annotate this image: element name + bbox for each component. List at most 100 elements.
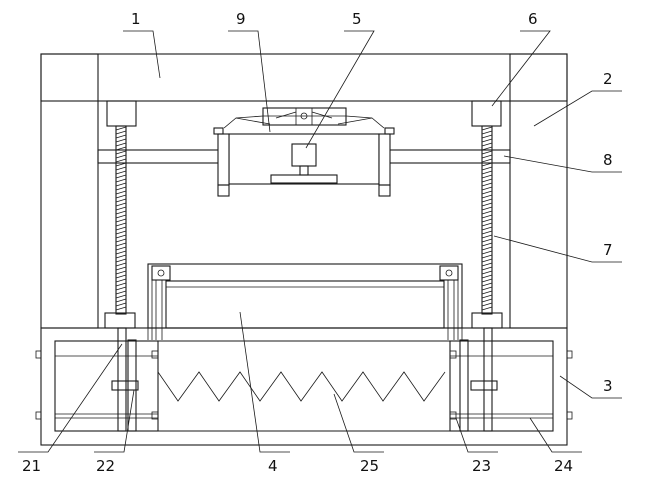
right-support-rod [459,327,498,432]
left-clamp [213,127,230,197]
thread-line [481,234,493,239]
callout-2: 2 [603,70,613,88]
thread-line [115,262,127,267]
thread-line [481,278,493,283]
thread-line [481,262,493,267]
thread-line [481,246,493,251]
thread-line [481,226,493,231]
thread-line [115,274,127,279]
thread-line [481,282,493,287]
callout-3: 3 [603,377,613,395]
press-head [228,133,380,185]
leader-lines [18,30,622,453]
thread-line [115,306,127,311]
thread-line [115,174,127,179]
thread-line [115,250,127,255]
thread-line [115,142,127,147]
thread-line [115,150,127,155]
thread-line [481,214,493,219]
left-column [40,53,99,329]
left-guide-posts [147,280,163,340]
thread-line [481,258,493,263]
right-clamp [378,127,395,197]
thread-line [115,246,127,251]
thread-line [481,298,493,303]
thread-line [115,194,127,199]
thread-line [481,222,493,227]
thread-line [481,302,493,307]
thread-line [115,230,127,235]
thread-line [115,282,127,287]
thread-line [481,178,493,183]
left-screw-rod [115,125,127,315]
thread-line [481,170,493,175]
thread-line [481,194,493,199]
thread-line [481,174,493,179]
base-housing [40,327,568,446]
thread-line [115,154,127,159]
thread-line [481,274,493,279]
callout-25: 25 [360,457,379,475]
right-screw-rod [481,125,493,315]
right-drawer [449,340,554,432]
left-slide-block [111,339,139,432]
thread-line [481,294,493,299]
callout-7: 7 [603,241,613,259]
thread-line [115,158,127,163]
thread-line [481,154,493,159]
worktable [147,263,463,329]
thread-line [481,210,493,215]
thread-line [115,298,127,303]
thread-line [481,190,493,195]
callout-6: 6 [528,10,538,28]
thread-line [115,178,127,183]
thread-line [481,218,493,223]
thread-line [481,230,493,235]
callout-1: 1 [131,10,141,28]
thread-line [115,270,127,275]
thread-line [115,186,127,191]
thread-line [481,254,493,259]
thread-line [115,138,127,143]
thread-line [115,278,127,283]
thread-line [115,202,127,207]
thread-line [115,286,127,291]
thread-line [481,242,493,247]
callout-21: 21 [22,457,41,475]
thread-line [481,202,493,207]
thread-line [481,182,493,187]
thread-line [115,290,127,295]
thread-line [481,138,493,143]
left-drawer [54,340,159,432]
thread-line [481,286,493,291]
bellows [157,340,450,432]
right-guide-posts [447,280,463,340]
thread-line [115,254,127,259]
callout-9: 9 [236,10,246,28]
thread-line [115,206,127,211]
thread-line [115,170,127,175]
thread-line [481,306,493,311]
callout-4: 4 [268,457,278,475]
thread-line [115,190,127,195]
left-support-rod [117,327,127,432]
thread-line [481,166,493,171]
callout-22: 22 [96,457,115,475]
right-column [509,53,568,329]
callout-5: 5 [352,10,362,28]
thread-line [115,258,127,263]
thread-line [115,166,127,171]
thread-line [481,250,493,255]
callout-23: 23 [472,457,491,475]
thread-line [481,206,493,211]
thread-line [115,302,127,307]
thread-line [481,186,493,191]
thread-line [115,238,127,243]
thread-line [481,158,493,163]
thread-line [115,242,127,247]
thread-line [115,222,127,227]
thread-line [481,126,493,131]
thread-line [481,270,493,275]
callout-8: 8 [603,151,613,169]
